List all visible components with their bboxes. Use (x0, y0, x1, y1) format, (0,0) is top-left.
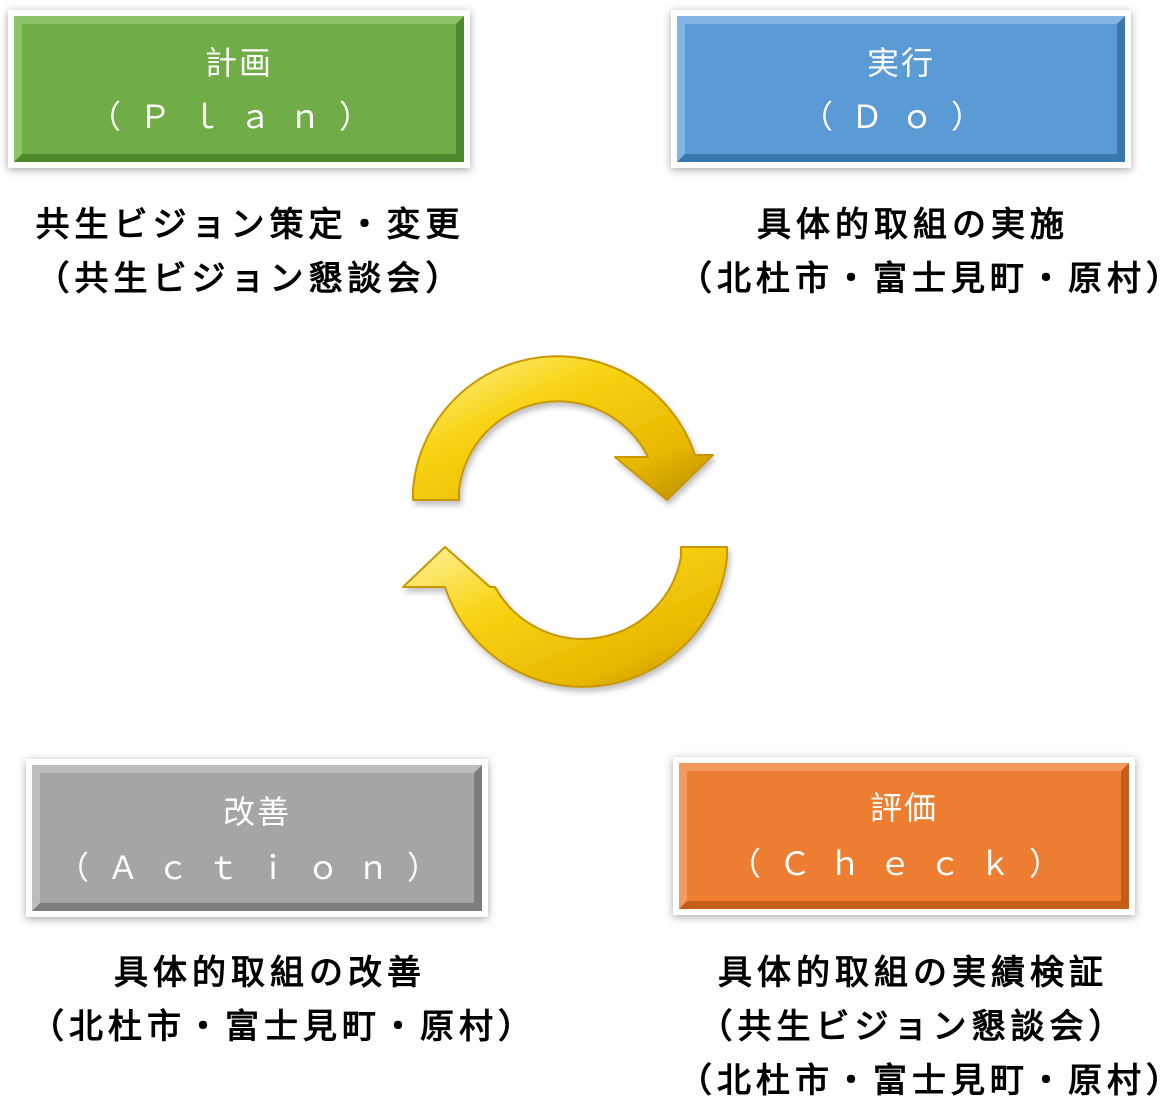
do-description-line-2: （北杜市・富士見町・原村） (678, 259, 1167, 299)
action-box: 改善 （Ａｃｔｉｏｎ） (26, 759, 488, 917)
check-description: 具体的取組の実績検証 （共生ビジョン懇談会） （北杜市・富士見町・原村） (678, 946, 1167, 1108)
action-box-fill (32, 765, 482, 911)
action-description-line-2: （北杜市・富士見町・原村） (30, 1007, 537, 1047)
do-subtitle: （Ｄｏ） (800, 98, 1001, 136)
plan-title: 計画 (204, 44, 273, 82)
plan-description: 共生ビジョン策定・変更 （共生ビジョン懇談会） (20, 198, 480, 306)
top-cycle-arrow (412, 355, 714, 501)
do-description-line-1: 具体的取組の実施 (757, 205, 1069, 245)
plan-description-line-1: 共生ビジョン策定・変更 (35, 205, 465, 245)
bottom-cycle-arrow (402, 546, 728, 688)
do-box: 実行 （Ｄｏ） (671, 10, 1131, 168)
action-description: 具体的取組の改善 （北杜市・富士見町・原村） (30, 946, 537, 1054)
do-description: 具体的取組の実施 （北杜市・富士見町・原村） (678, 198, 1167, 306)
check-description-line-3: （北杜市・富士見町・原村） (678, 1061, 1167, 1101)
action-description-line-1: 具体的取組の改善 (114, 953, 426, 993)
do-box-fill (677, 16, 1125, 162)
check-description-line-1: 具体的取組の実績検証 (718, 953, 1108, 993)
do-title: 実行 (866, 44, 935, 82)
check-description-line-2: （共生ビジョン懇談会） (698, 1007, 1128, 1047)
check-box-fill (679, 763, 1129, 909)
check-title: 評価 (869, 789, 938, 827)
plan-box: 計画 （Ｐｌａｎ） (8, 10, 470, 168)
check-subtitle: （Ｃｈｅｃｋ） (728, 845, 1079, 883)
clockwise-cycle-arrows-icon (402, 355, 728, 688)
action-subtitle: （Ａｃｔｉｏｎ） (56, 849, 457, 887)
action-title: 改善 (222, 793, 291, 831)
plan-subtitle: （Ｐｌａｎ） (88, 98, 389, 136)
plan-description-line-2: （共生ビジョン懇談会） (35, 259, 465, 299)
check-box: 評価 （Ｃｈｅｃｋ） (673, 757, 1135, 915)
plan-box-fill (14, 16, 464, 162)
